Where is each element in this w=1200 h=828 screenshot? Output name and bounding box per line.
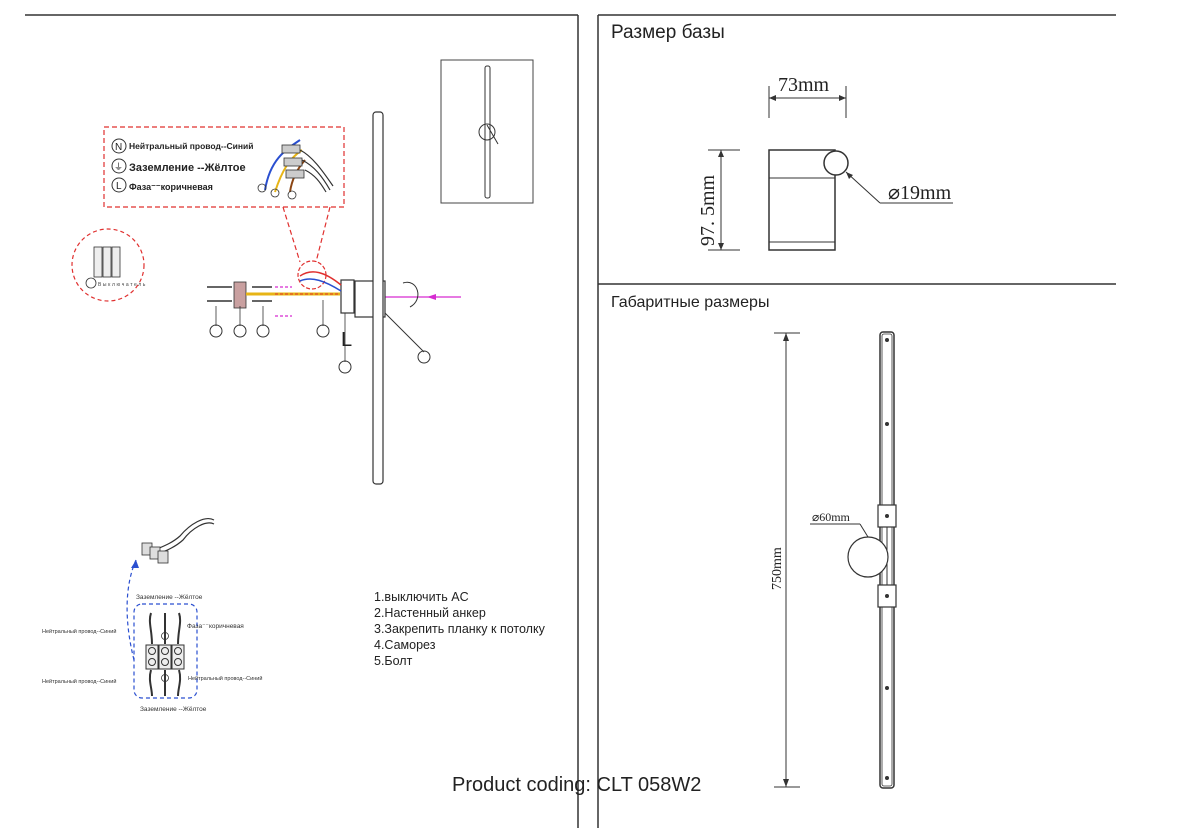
instructions-list: 1.выключить AC 2.Настенный анкер 3.Закре… xyxy=(374,589,545,669)
instruction-item: 4.Саморез xyxy=(374,638,436,652)
ground-symbol: ⏚ xyxy=(114,162,123,173)
hole-diameter-label: ⌀19mm xyxy=(888,182,952,204)
breaker-pole-2 xyxy=(102,246,112,278)
overall-size-title: Габаритные размеры xyxy=(611,294,770,311)
hole-circle xyxy=(823,150,849,176)
instruction-item: 1.выключить AC xyxy=(374,590,469,604)
length-label: 750mm xyxy=(770,547,785,590)
breaker-pole-1 xyxy=(93,246,103,278)
terminal-box-outline xyxy=(133,603,198,699)
terminal-phase-label: Фаза⁻⁻коричневая xyxy=(187,623,244,630)
width-label: 73mm xyxy=(778,74,830,96)
wiring-callout-box xyxy=(103,126,345,208)
neutral-legend-label: Нейтральный провод--Синий xyxy=(129,141,254,151)
line-symbol: L xyxy=(341,329,352,351)
height-label: 97. 5mm xyxy=(697,174,719,246)
instruction-item: 5.Болт xyxy=(374,654,413,668)
base-size-title: Размер базы xyxy=(611,22,725,43)
terminal-neutral-left-top-label: Нейтральный провод--Синий xyxy=(42,628,116,635)
product-coding: Product coding: CLT 058W2 xyxy=(452,774,702,796)
terminal-ground-top-label: Заземление --Жёлтое xyxy=(136,594,203,601)
wall-anchor xyxy=(233,281,247,309)
phase-legend-label: Фаза⁻⁻коричневая xyxy=(129,182,213,192)
instruction-item: 2.Настенный анкер xyxy=(374,606,486,620)
hole-leader xyxy=(845,171,881,204)
phase-symbol: L xyxy=(116,181,122,192)
wall-plate xyxy=(340,279,355,314)
canopy-diameter-label: ⌀60mm xyxy=(812,510,851,524)
breaker-label: Выключатель xyxy=(98,282,147,288)
instruction-item: 3.Закрепить планку к потолку xyxy=(374,622,545,636)
thumbnail-frame xyxy=(440,59,534,204)
ground-legend-label: Заземление --Жёлтое xyxy=(129,162,246,174)
terminal-neutral-left-bottom-label: Нейтральный провод--Синий xyxy=(42,678,116,685)
terminal-neutral-right-label: Нейтральный провод--Синий xyxy=(188,675,262,682)
thumbnail-fixture xyxy=(484,65,491,199)
breaker-pole-3 xyxy=(111,246,121,278)
base-body xyxy=(768,149,836,251)
breaker-callout xyxy=(71,228,145,302)
fixture-bar-side xyxy=(372,111,384,485)
terminal-ground-bottom-label: Заземление --Жёлтое xyxy=(140,706,207,713)
neutral-symbol: N xyxy=(115,142,122,153)
